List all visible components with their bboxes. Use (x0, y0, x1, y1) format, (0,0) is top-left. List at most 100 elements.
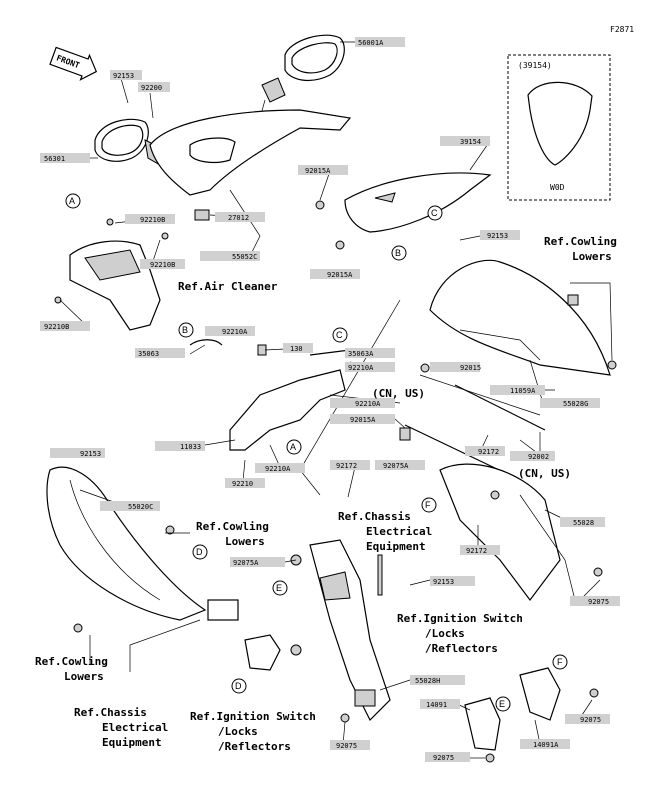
ref-cowling-mid-line2: Lowers (225, 535, 265, 548)
part-number-92075A-a: 92075A (375, 460, 425, 470)
svg-text:92075: 92075 (580, 716, 601, 724)
part-number-92153-a: 92153 (110, 70, 142, 80)
part-number-56301: 56301 (40, 153, 90, 163)
inset-variant-box: (39154) W0D (507, 54, 611, 201)
part-number-92002: 92002 (510, 451, 555, 461)
bracket-d-part (244, 634, 281, 671)
svg-text:11059A: 11059A (510, 387, 536, 395)
part-number-92015: 92015 (430, 362, 481, 372)
part-number-92210: 92210 (225, 478, 265, 488)
svg-text:D: D (196, 547, 203, 557)
svg-text:14091: 14091 (426, 701, 447, 709)
windscreen-variant-part (527, 81, 593, 166)
svg-text:92210A: 92210A (355, 400, 381, 408)
part-number-56001A: 56001A (355, 37, 405, 47)
part-number-11059A: 11059A (490, 385, 545, 395)
part-number-35063A: 35063A (345, 348, 395, 358)
svg-text:92075: 92075 (433, 754, 454, 762)
part-number-11033: 11033 (155, 441, 205, 451)
svg-text:92002: 92002 (528, 453, 549, 461)
part-number-92153-b: 92153 (480, 230, 520, 240)
svg-text:92153: 92153 (433, 578, 454, 586)
svg-text:92210B: 92210B (150, 261, 175, 269)
svg-text:55028G: 55028G (563, 400, 588, 408)
svg-text:92153: 92153 (113, 72, 134, 80)
callout-d-bottom: D (231, 678, 247, 694)
svg-text:92210A: 92210A (348, 364, 374, 372)
part-number-92015A-c: 92015A (330, 414, 395, 424)
part-number-92015A-a: 92015A (298, 165, 348, 175)
mirror-right (249, 34, 345, 119)
figure-id: F2871 (610, 25, 634, 34)
part-number-55028G: 55028G (540, 398, 600, 408)
part-number-92200: 92200 (138, 82, 170, 92)
part-number-14091A: 14091A (520, 739, 570, 749)
part-number-92210B-c: 92210B (40, 321, 90, 331)
svg-text:92015A: 92015A (327, 271, 353, 279)
ref-cn-us-1: (CN, US) (372, 387, 425, 400)
part-number-92075-c: 92075 (330, 740, 370, 750)
upper-cowl-vent-part (189, 137, 236, 164)
part-number-92210A-a: 92210A (205, 326, 255, 336)
svg-text:39154: 39154 (460, 138, 481, 146)
svg-text:92172: 92172 (478, 448, 499, 456)
part-number-27012: 27012 (215, 212, 265, 222)
ref-chassis-mid-line1: Ref.Chassis (338, 510, 411, 523)
svg-text:E: E (499, 699, 505, 709)
svg-text:92015A: 92015A (350, 416, 376, 424)
callout-b-top: B (391, 245, 407, 261)
svg-text:A: A (69, 196, 75, 206)
part-number-14091: 14091 (420, 699, 460, 709)
svg-text:92210: 92210 (232, 480, 253, 488)
callout-d-mid: D (192, 544, 208, 560)
ref-air-cleaner: Ref.Air Cleaner (178, 280, 278, 293)
svg-text:B: B (395, 248, 401, 258)
part-number-92210A-d: 92210A (255, 463, 305, 473)
svg-text:55028: 55028 (573, 519, 594, 527)
callout-b-mid: B (178, 322, 194, 338)
svg-text:92172: 92172 (466, 547, 487, 555)
svg-text:92172: 92172 (336, 462, 357, 470)
svg-text:C: C (336, 330, 343, 340)
svg-text:92210A: 92210A (222, 328, 248, 336)
bracket-14091A-part (519, 667, 561, 721)
mirror-left (94, 118, 166, 166)
side-cowl-right-upper-part (429, 259, 611, 376)
part-number-55052C: 55052C (200, 251, 260, 261)
meter-stay-part (229, 369, 346, 451)
ref-chassis-bottom-line1: Ref.Chassis (74, 706, 147, 719)
ref-cowling-lowers-top-line2: Lowers (572, 250, 612, 263)
part-number-39154: 39154 (440, 136, 490, 146)
ref-chassis-mid-line3: Equipment (366, 540, 426, 553)
part-number-55020C: 55020C (100, 501, 160, 511)
part-number-92153-c: 92153 (50, 448, 105, 458)
svg-text:E: E (276, 583, 282, 593)
ref-cowling-bottom-line2: Lowers (64, 670, 104, 683)
svg-text:14091A: 14091A (533, 741, 559, 749)
ref-chassis-bottom-line2: Electrical (102, 721, 168, 734)
svg-text:92200: 92200 (141, 84, 162, 92)
ref-cowling-lowers-top-line1: Ref.Cowling (544, 235, 617, 248)
callout-a-mid: A (286, 439, 302, 455)
part-number-92172-c: 92172 (460, 545, 500, 555)
part-number-92075-a: 92075 (570, 596, 620, 606)
callout-e-mid: E (272, 580, 288, 596)
ref-chassis-bottom-line3: Equipment (102, 736, 162, 749)
part-number-92210B-b: 92210B (140, 259, 185, 269)
svg-text:92210A: 92210A (265, 465, 291, 473)
svg-text:92210B: 92210B (140, 216, 165, 224)
svg-text:B: B (182, 325, 188, 335)
svg-text:35063A: 35063A (348, 350, 374, 358)
svg-text:92153: 92153 (80, 450, 101, 458)
ref-ignition-right-line2: /Locks (425, 627, 465, 640)
svg-text:92015: 92015 (460, 364, 481, 372)
ref-cowling-mid-line1: Ref.Cowling (196, 520, 269, 533)
windshield-part (344, 172, 492, 233)
callout-e-bottom: E (495, 696, 511, 712)
ref-ignition-right-line1: Ref.Ignition Switch (397, 612, 523, 625)
svg-text:92015A: 92015A (305, 167, 331, 175)
part-number-92172-a: 92172 (465, 446, 505, 456)
ref-ignition-right-line3: /Reflectors (425, 642, 498, 655)
callout-c-top: C (427, 205, 443, 221)
ref-ignition-bottom-line2: /Locks (218, 725, 258, 738)
